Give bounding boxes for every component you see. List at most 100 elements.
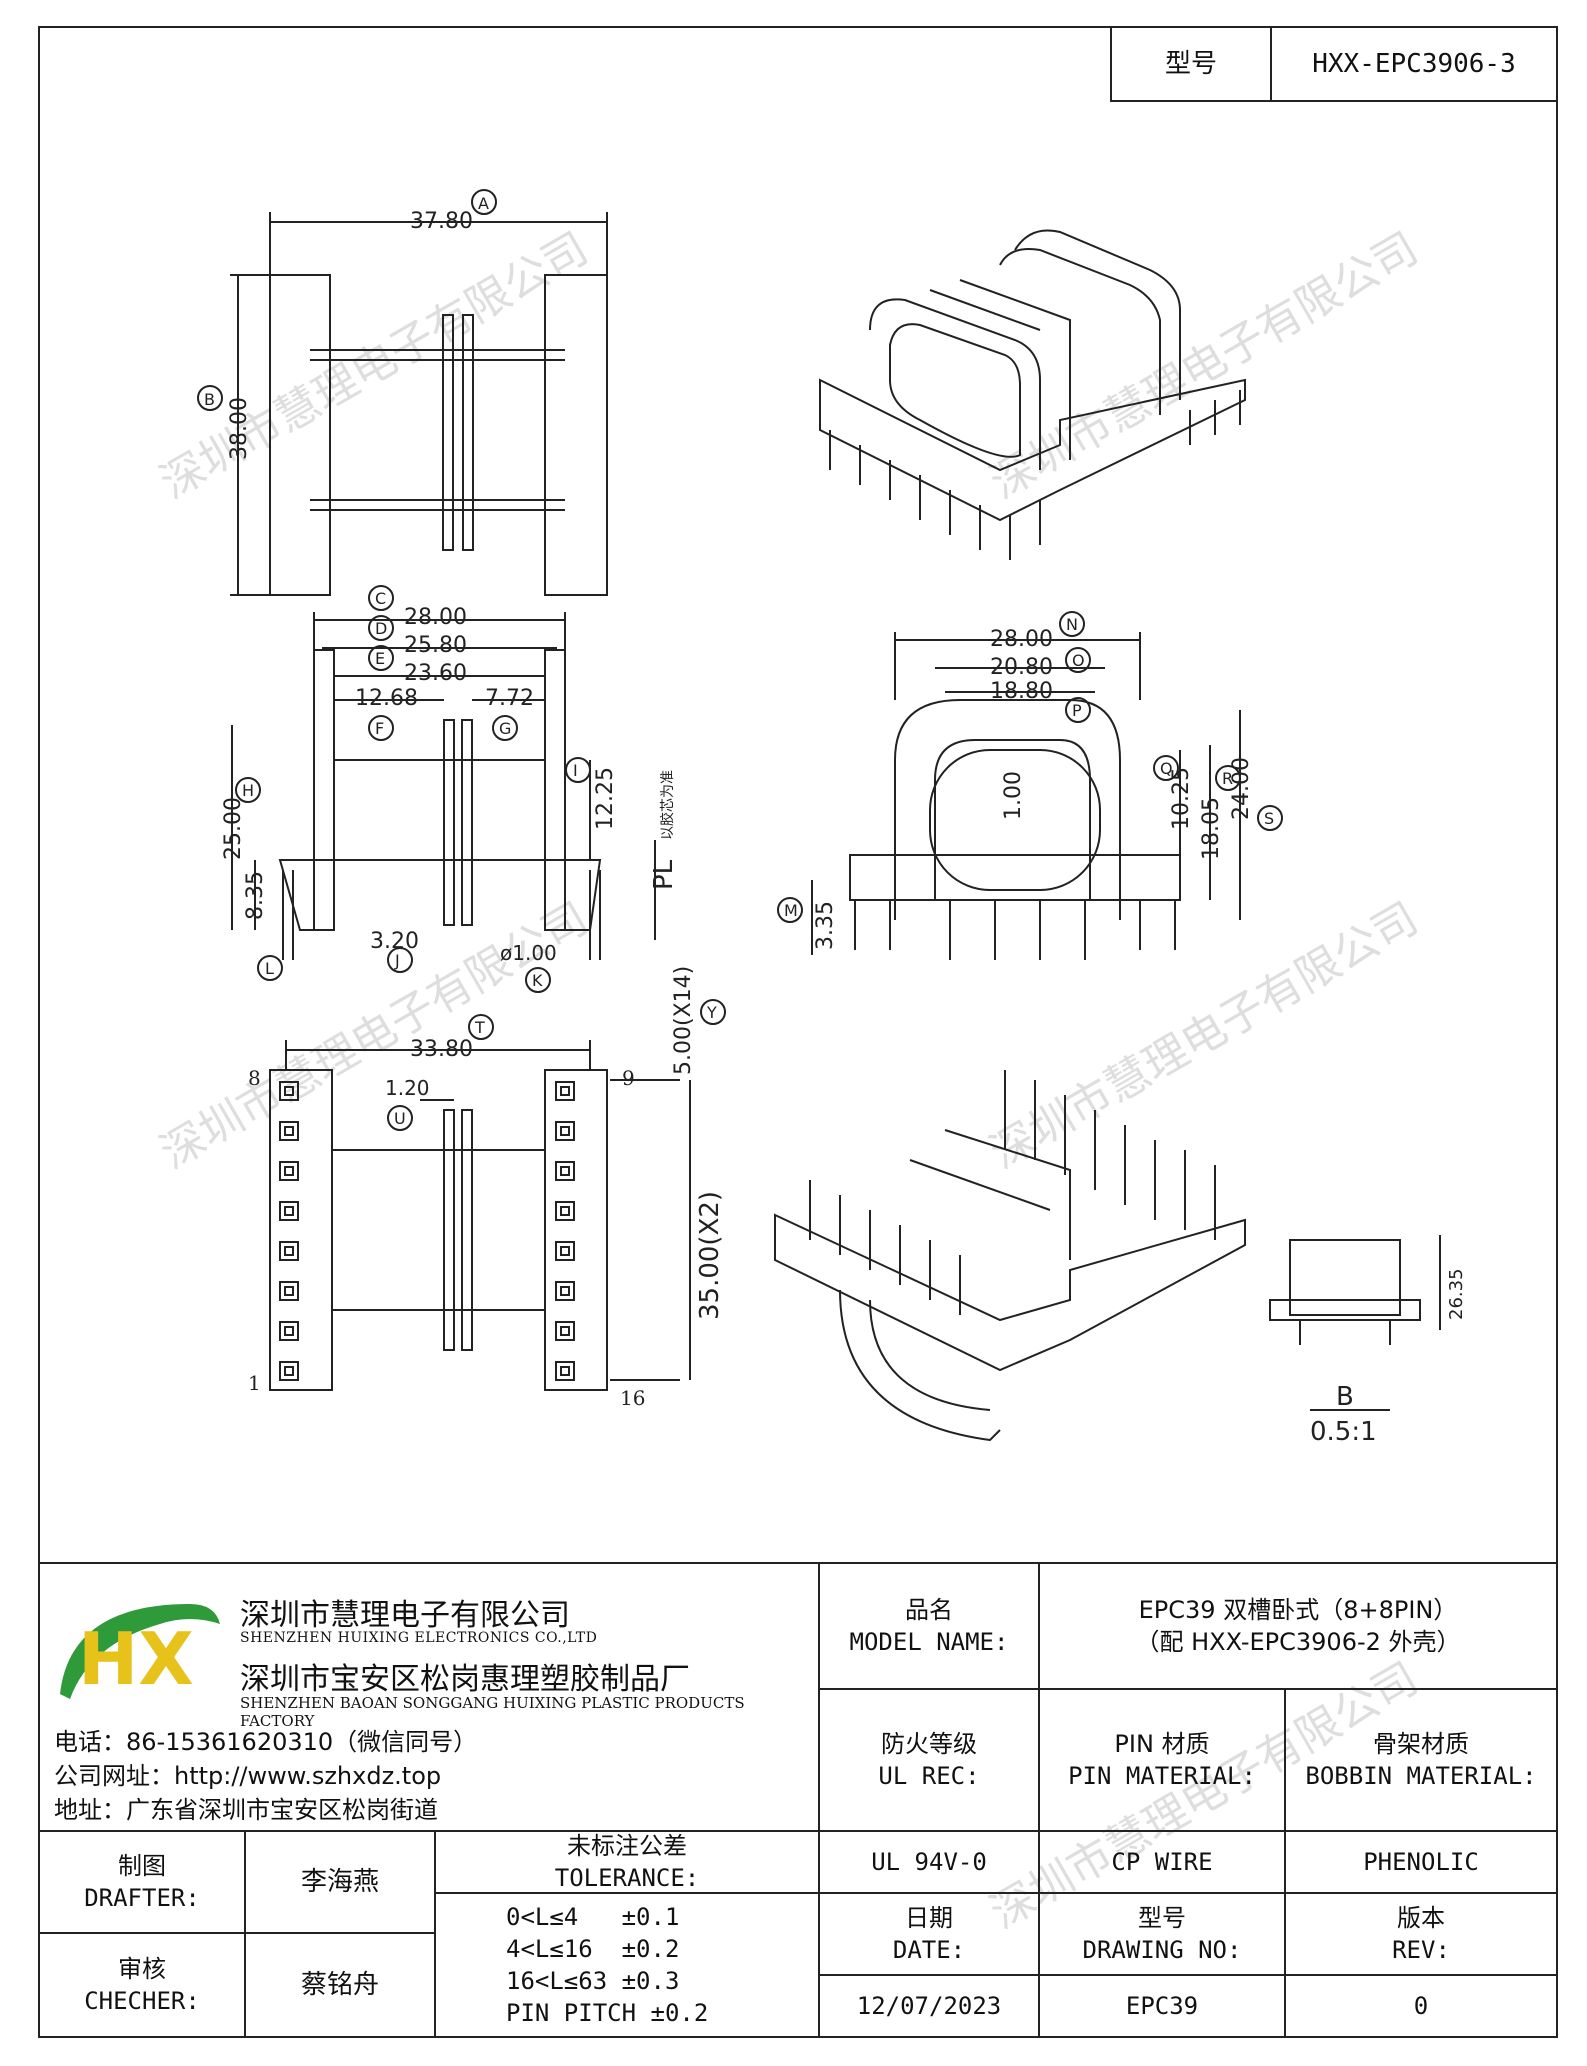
dim-f: 12.68 [355, 686, 418, 711]
company-phone: 电话：86-15361620310（微信同号） [54, 1728, 478, 1756]
pin-pad [279, 1201, 299, 1221]
header-model-label-text: 型号 [1164, 49, 1217, 79]
factory-name-en: SHENZHEN BAOAN SONGGANG HUIXING PLASTIC … [240, 1694, 745, 1730]
mark-h: H [242, 781, 254, 800]
pin-pad [279, 1321, 299, 1341]
tolerance-line-1: 0<L≤4 ±0.1 [506, 1903, 680, 1931]
pin-hole [284, 1126, 294, 1136]
tolerance-values: 0<L≤4 ±0.1 4<L≤16 ±0.2 16<L≤63 ±0.3 PIN … [434, 1892, 820, 2038]
pin-pad [279, 1281, 299, 1301]
bobbin-label: 骨架材质 BOBBIN MATERIAL: [1284, 1688, 1558, 1832]
tolerance-line-4: PIN PITCH ±0.2 [506, 1999, 709, 2027]
mark-s: S [1264, 809, 1274, 828]
dim-n: 28.00 [990, 627, 1053, 652]
dim-k: ø1.00 [500, 941, 557, 965]
pin-pad [555, 1081, 575, 1101]
dim-c: 28.00 [404, 605, 467, 630]
company-address: 地址：广东省深圳市宝安区松岗街道 [54, 1796, 438, 1824]
mark-r: R [1222, 769, 1233, 788]
mark-i: I [573, 761, 578, 780]
pin-pad [555, 1281, 575, 1301]
pin-hole [284, 1326, 294, 1336]
detail-scale: 0.5:1 [1310, 1417, 1377, 1447]
iso-view-top [819, 229, 1246, 560]
drafter-value-text: 李海燕 [300, 1867, 379, 1897]
dim-t: 33.80 [410, 1037, 473, 1062]
rev-label-cn: 版本 [1397, 1904, 1445, 1932]
mark-q: Q [1160, 759, 1173, 778]
pin-1: 1 [248, 1371, 261, 1395]
product-value-1: EPC39 双槽卧式（8+8PIN） [1138, 1596, 1458, 1624]
bobbin-value-text: PHENOLIC [1363, 1848, 1479, 1876]
mark-g: G [499, 719, 511, 738]
mark-t: T [474, 1018, 485, 1037]
mark-b: B [204, 390, 215, 409]
dim-u: 1.20 [385, 1076, 430, 1100]
tolerance-label: 未标注公差 TOLERANCE: [434, 1830, 820, 1894]
dim-s: 24.00 [1229, 757, 1254, 820]
pin-value-text: CP WIRE [1111, 1848, 1213, 1876]
drafter-value: 李海燕 [244, 1830, 436, 1934]
company-logo: HX [60, 1604, 220, 1701]
tolerance-line-3: 16<L≤63 ±0.3 [506, 1967, 680, 1995]
pin-hole [284, 1086, 294, 1096]
pin-label-cn: PIN 材质 [1114, 1730, 1210, 1758]
checker-label: 审核 CHECHER: [38, 1932, 246, 2038]
pin-pad [279, 1081, 299, 1101]
company-name-cn: 深圳市慧理电子有限公司 [240, 1598, 570, 1633]
dim-inner: 1.00 [1001, 771, 1026, 820]
drafter-label: 制图 DRAFTER: [38, 1830, 246, 1934]
checker-label-en: CHECHER: [84, 1987, 200, 2015]
bobbin-value: PHENOLIC [1284, 1830, 1558, 1894]
drawing-no-value: EPC39 [1038, 1974, 1286, 2038]
pin-hole [284, 1366, 294, 1376]
mark-n: N [1066, 615, 1078, 634]
ul-label-cn: 防火等级 [881, 1730, 977, 1758]
iso-view-bottom [774, 1070, 1246, 1442]
rev-label: 版本 REV: [1284, 1892, 1558, 1976]
checker-value-text: 蔡铭舟 [300, 1970, 379, 2000]
pin-hole [560, 1126, 570, 1136]
dim-o: 20.80 [990, 655, 1053, 680]
date-label-cn: 日期 [905, 1904, 953, 1932]
drawing-no-label: 型号 DRAWING NO: [1038, 1892, 1286, 1976]
top-view [197, 189, 608, 596]
pin-pad [555, 1121, 575, 1141]
pin-label: PIN 材质 PIN MATERIAL: [1038, 1688, 1286, 1832]
detail-b [1269, 1235, 1441, 1411]
dim-e: 23.60 [404, 661, 467, 686]
tolerance-line-2: 4<L≤16 ±0.2 [506, 1935, 680, 1963]
pin-pad [279, 1121, 299, 1141]
pin-hole [560, 1246, 570, 1256]
pin-value: CP WIRE [1038, 1830, 1286, 1894]
pin-8: 8 [248, 1066, 261, 1090]
mark-k: K [532, 971, 543, 990]
product-label-en: MODEL NAME: [849, 1628, 1009, 1656]
pin-pad [279, 1361, 299, 1381]
dim-q: 10.25 [1169, 767, 1194, 830]
logo-swoosh-icon [60, 1604, 220, 1699]
factory-name-cn: 深圳市宝安区松岗惠理塑胶制品厂 [240, 1662, 690, 1697]
tolerance-label-cn: 未标注公差 [567, 1832, 687, 1860]
dim-j: 3.20 [370, 929, 419, 954]
mark-l: L [265, 959, 274, 978]
mark-f: F [375, 719, 384, 738]
pin-pad [555, 1321, 575, 1341]
date-value-text: 12/07/2023 [856, 1992, 1002, 2020]
dim-pitch: 35.00(X2) [695, 1191, 725, 1320]
bobbin-label-cn: 骨架材质 [1373, 1730, 1469, 1758]
pin-pad [555, 1201, 575, 1221]
dim-o2: 18.80 [990, 679, 1053, 704]
pin-hole [560, 1086, 570, 1096]
mark-a: A [478, 194, 489, 213]
detail-dim: 26.35 [1446, 1268, 1467, 1320]
checker-label-cn: 审核 [118, 1955, 166, 1983]
mark-m: M [784, 901, 798, 920]
front-view [231, 585, 726, 1025]
pin-hole [560, 1326, 570, 1336]
date-label: 日期 DATE: [818, 1892, 1040, 1976]
product-value: EPC39 双槽卧式（8+8PIN） （配 HXX-EPC3906-2 外壳） [1038, 1562, 1558, 1690]
header-model-value: HXX-EPC3906-3 [1270, 26, 1558, 102]
pin-pad [279, 1241, 299, 1261]
rev-label-en: REV: [1392, 1936, 1450, 1964]
